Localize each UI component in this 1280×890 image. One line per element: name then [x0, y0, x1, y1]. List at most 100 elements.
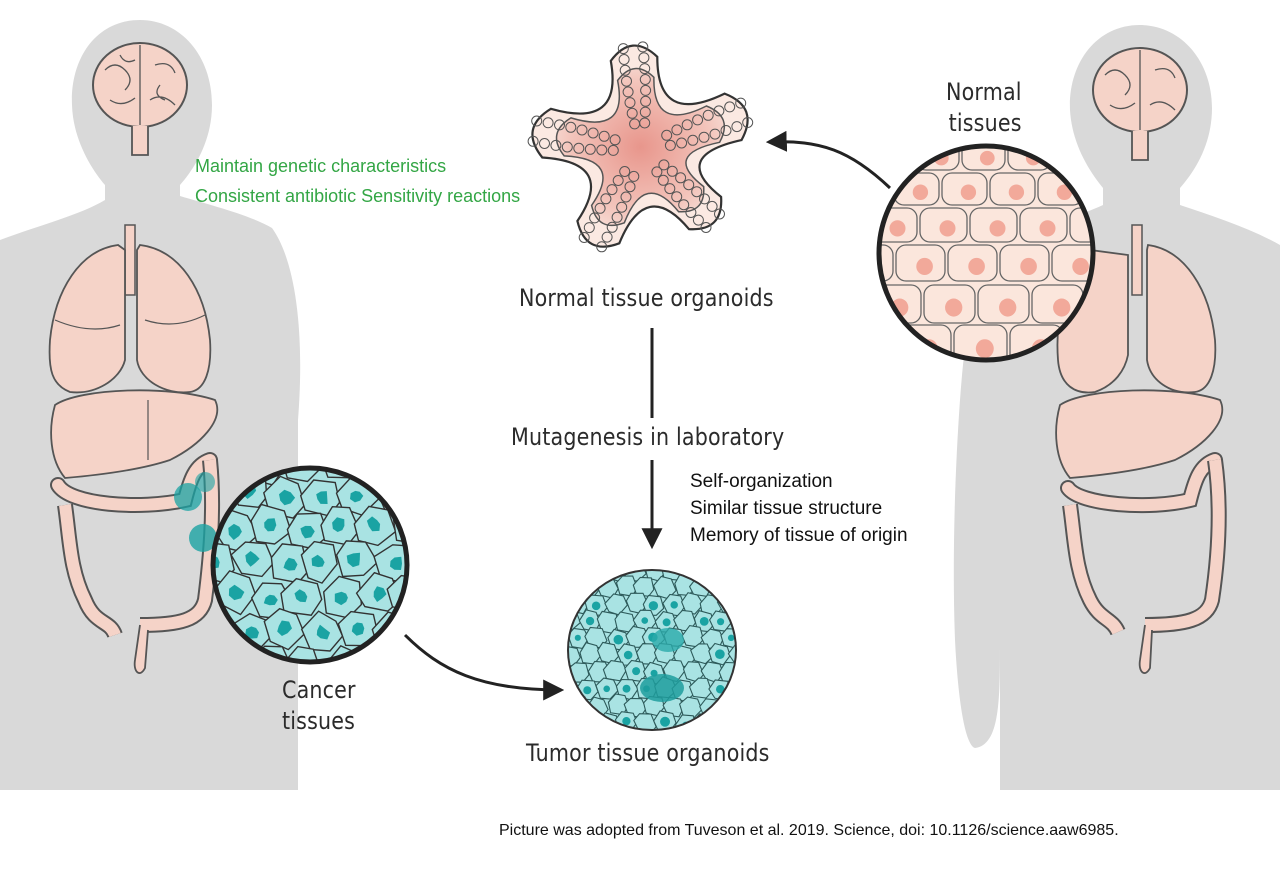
tumor-cell-nucleus [587, 720, 595, 727]
normal-cell [879, 244, 894, 282]
cancer-cell-nucleus [279, 489, 296, 506]
cancer-cell-nucleus [316, 624, 331, 640]
right-brain-icon [1092, 47, 1188, 161]
green-note-1: Maintain genetic characteristics [195, 156, 447, 176]
tumor-cell-nucleus [727, 634, 735, 642]
image-credit: Picture was adopted from Tuveson et al. … [499, 822, 1119, 839]
normal-cell-nucleus [989, 220, 1006, 237]
cancer-cell-nucleus [245, 626, 259, 639]
organoid-cell [578, 232, 590, 243]
organoid-cell [626, 107, 638, 119]
tumor-cell [688, 677, 713, 699]
tumor-cell-nucleus [632, 667, 641, 676]
tumor-cell [739, 559, 761, 580]
organoid-cell [720, 125, 732, 136]
organoid-cell [573, 142, 585, 154]
normal-cell-nucleus [1020, 257, 1037, 276]
tumor-cell-nucleus [573, 599, 581, 607]
cancer-cell [280, 468, 325, 483]
normal-cell-nucleus [1008, 184, 1025, 200]
arrow-cancer-to-tumor-organoid [403, 633, 565, 701]
tumor-cell [739, 628, 759, 650]
tumor-cell-nucleus [585, 582, 593, 590]
organoid-cell [600, 193, 612, 205]
organoid-cell [702, 109, 714, 121]
tumor-cell [727, 643, 736, 665]
normal-cell-nucleus [1053, 298, 1071, 317]
normal-cell-nucleus [939, 220, 956, 237]
cancer-cell-nucleus [263, 594, 278, 606]
tumor-cell-nucleus [699, 719, 709, 729]
tumor-cell [680, 592, 704, 615]
green-note-2: Consistent antibiotic Sensitivity reacti… [195, 186, 521, 206]
organoid-cell [678, 199, 690, 211]
organoid-cell [616, 201, 628, 213]
cancer-cell [390, 468, 407, 482]
organoid-cell [640, 95, 652, 107]
organoid-cell [531, 115, 543, 127]
tumor-cell [662, 696, 684, 718]
organoid-cell [692, 214, 704, 226]
property-1: Self-organization [690, 471, 833, 492]
left-brain-icon [92, 42, 188, 156]
organoid-cell [612, 175, 624, 186]
tumor-cell [698, 570, 722, 582]
organoid-cell [639, 117, 651, 129]
tumor-cell-nucleus [573, 700, 582, 709]
property-2: Similar tissue structure [690, 498, 883, 519]
cancer-cell-nucleus [294, 589, 308, 603]
organoid-cell [640, 84, 652, 96]
tumor-cell-nucleus [583, 686, 592, 695]
tumor-cell-nucleus [740, 616, 746, 622]
normal-cell-nucleus [960, 184, 977, 200]
organoid-cell [622, 86, 634, 98]
organoid-cell [565, 121, 577, 133]
organoid-cell [596, 241, 608, 253]
property-3: Memory of tissue of origin [690, 525, 908, 546]
tumor-cell-nucleus [739, 583, 745, 589]
tumor-dense-core [640, 674, 684, 702]
organoid-cell [691, 186, 703, 198]
organoid-cell [621, 75, 632, 87]
cancer-cell-nucleus [316, 491, 328, 504]
cancer-cell-nucleus [367, 453, 382, 464]
tumor-cell [568, 575, 579, 599]
tumor-cell [718, 570, 736, 580]
organoid-cell [617, 43, 629, 55]
organoid-cell [709, 128, 721, 140]
organoid-cell [639, 74, 651, 85]
cancer-cell-nucleus [332, 517, 345, 532]
tumor-cell-nucleus [718, 585, 726, 593]
tumor-cell-nucleus [604, 720, 612, 728]
cancer-cell-nucleus [366, 516, 381, 532]
normal-tissues-label: Normal tissues [946, 77, 1022, 139]
tumor-cell-nucleus [715, 649, 725, 660]
organoid-cell [638, 52, 650, 64]
organoid-cell [671, 124, 683, 136]
tumor-cell-nucleus [726, 570, 735, 573]
cancer-cell-nucleus [334, 453, 349, 467]
tumor-cell [595, 712, 619, 730]
cancer-cell-nucleus [283, 557, 298, 571]
tumor-cell-nucleus [689, 570, 699, 575]
tumor-cell-nucleus [716, 684, 725, 694]
organoid-cell [618, 54, 630, 65]
normal-organoid [527, 41, 754, 253]
organoid-cell [619, 166, 631, 177]
organoid-cell [554, 119, 565, 131]
organoid-cell [527, 135, 539, 147]
cancer-tissues-line-1: Cancer [282, 676, 356, 704]
cancer-cell-nucleus [277, 620, 292, 636]
tumor-cell [731, 712, 736, 730]
cancer-cell-nucleus [300, 525, 315, 539]
normal-cell-nucleus [999, 298, 1017, 317]
cancer-cell-nucleus [350, 490, 364, 503]
tumor-cell-nucleus [603, 685, 611, 693]
normal-cell [879, 324, 896, 360]
organoid-cell [681, 119, 693, 131]
right-colon-icon [1060, 452, 1227, 674]
normal-cell-nucleus [1039, 220, 1056, 237]
normal-cell [1069, 207, 1093, 243]
organoid-cell [596, 144, 608, 156]
